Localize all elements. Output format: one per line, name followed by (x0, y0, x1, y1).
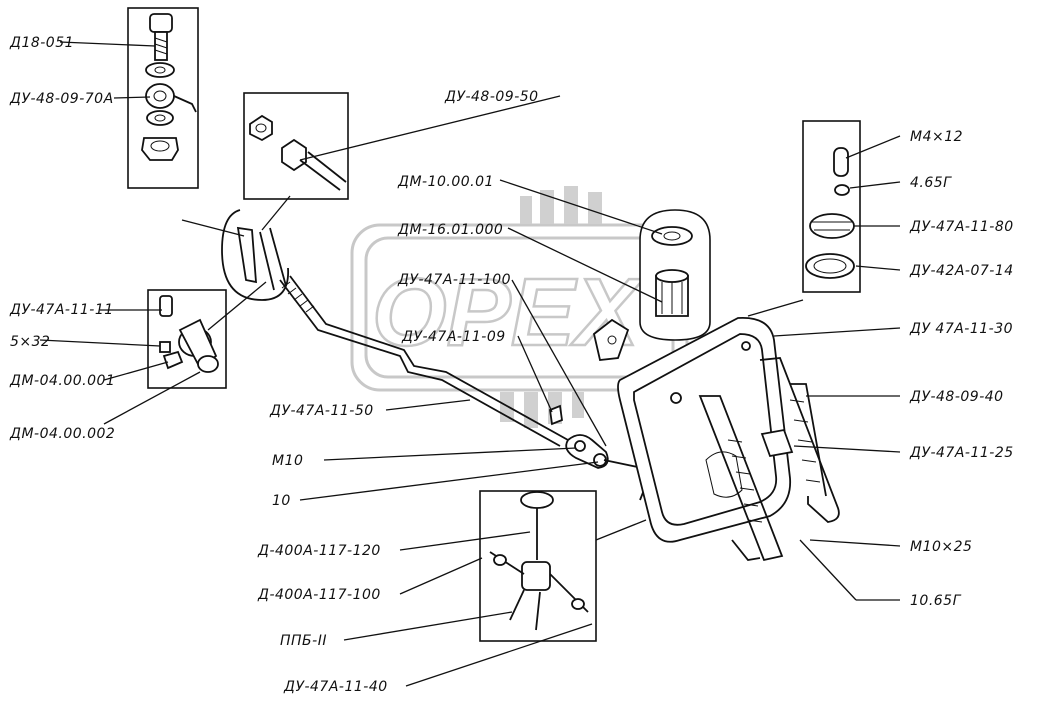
label-d18-051: Д18-051 (9, 35, 74, 51)
label-m4x12: М4×12 (910, 129, 963, 145)
label-du47a-11-25: ДУ-47А-11-25 (909, 445, 1014, 461)
label-d400a-117-100: Д-400А-117-100 (257, 587, 381, 603)
label-du47a-11-50: ДУ-47А-11-50 (269, 403, 374, 419)
label-10: 10 (272, 493, 291, 509)
label-du47a-11-30: ДУ 47А-11-30 (909, 321, 1013, 337)
label-du48-09-50: ДУ-48-09-50 (444, 89, 539, 105)
inset-valve-body (479, 490, 597, 642)
inset-cap-assembly (802, 120, 861, 293)
label-dm04-00-002: ДМ-04.00.002 (9, 426, 115, 442)
inset-pipe-fitting (243, 92, 349, 200)
label-ppb-2: ППБ-II (280, 633, 327, 649)
label-dm10-00-01: ДМ-10.00.01 (397, 174, 494, 190)
label-du48-09-40: ДУ-48-09-40 (909, 389, 1004, 405)
leader-lines (39, 41, 901, 687)
label-du47a-11-40: ДУ-47А-11-40 (283, 679, 388, 695)
inset-filter-capsule (639, 209, 711, 341)
part-labels: Д18-051 ДУ-48-09-70А ДУ-48-09-50 ДМ-10.0… (9, 35, 1014, 695)
label-5x32: 5×32 (10, 334, 50, 350)
inset-tee-connector (147, 289, 227, 389)
main-linkage (221, 209, 840, 562)
label-m10x25: М10×25 (910, 539, 972, 555)
label-du42a-07-14: ДУ-42А-07-14 (909, 263, 1014, 279)
label-du47a-11-100: ДУ-47А-11-100 (397, 272, 511, 288)
inset-bolt-assembly (127, 7, 199, 189)
label-du48-09-70a: ДУ-48-09-70А (9, 91, 114, 107)
label-d400a-117-120: Д-400А-117-120 (257, 543, 381, 559)
label-dm16-01-000: ДМ-16.01.000 (397, 222, 503, 238)
label-du47a-11-11: ДУ-47А-11-11 (9, 302, 114, 318)
label-du47a-11-09: ДУ-47А-11-09 (401, 329, 506, 345)
label-dm04-00-001: ДМ-04.00.001 (9, 373, 115, 389)
label-du47a-11-80: ДУ-47А-11-80 (909, 219, 1014, 235)
label-m10: М10 (272, 453, 303, 469)
label-4-65g: 4.65Г (910, 175, 952, 191)
label-10-65g: 10.65Г (910, 593, 962, 609)
